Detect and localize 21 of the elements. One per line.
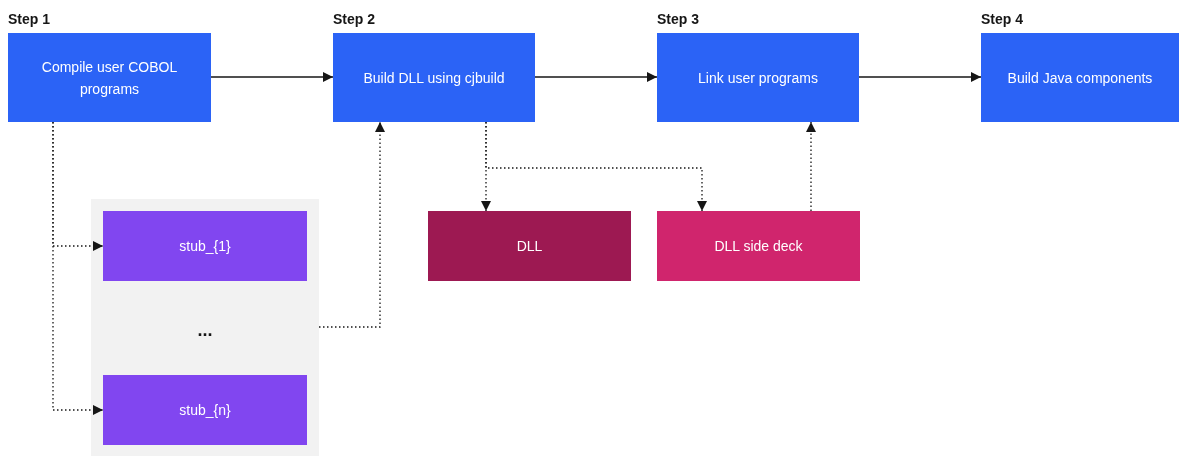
process-box: Compile user COBOL programs <box>8 33 211 122</box>
step-heading: Step 4 <box>981 10 1023 29</box>
ellipsis-text: ... <box>196 319 214 342</box>
group-panel <box>91 199 319 456</box>
process-box: DLL <box>428 211 631 281</box>
step-heading: Step 3 <box>657 10 699 29</box>
arrow <box>806 121 816 212</box>
arrow <box>52 121 104 415</box>
process-box: DLL side deck <box>657 211 860 281</box>
arrow <box>318 121 385 328</box>
process-box: Build DLL using cjbuild <box>333 33 535 122</box>
process-box: Build Java components <box>981 33 1179 122</box>
step-heading: Step 1 <box>8 10 50 29</box>
process-box: Link user programs <box>657 33 859 122</box>
arrow <box>534 72 658 82</box>
arrow <box>485 121 707 212</box>
step-heading: Step 2 <box>333 10 375 29</box>
process-box: stub_{1} <box>103 211 307 281</box>
arrow <box>210 72 334 82</box>
process-box: stub_{n} <box>103 375 307 445</box>
arrow <box>858 72 982 82</box>
